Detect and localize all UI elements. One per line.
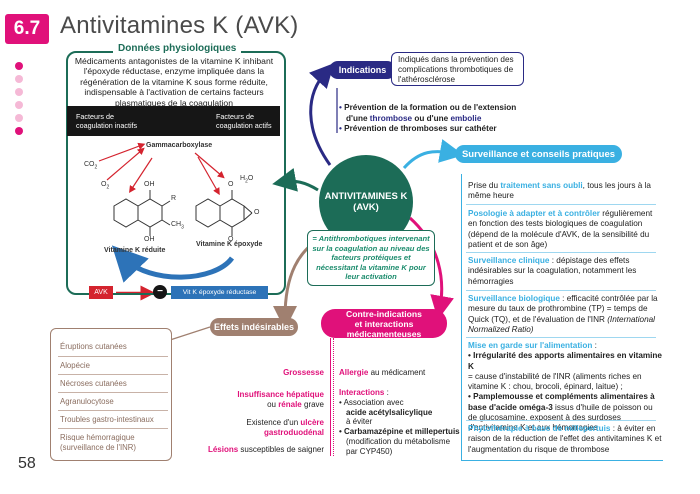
ci-allergie: Allergie au médicament xyxy=(339,368,426,377)
divider xyxy=(466,252,656,253)
progress-dot xyxy=(15,114,23,122)
surveillance-item-6: Phytothérapie à base de millepertuis : à… xyxy=(468,424,662,454)
progress-dot xyxy=(15,75,23,83)
progress-dot xyxy=(15,62,23,70)
side-effect-item: Troubles gastro-intestinaux xyxy=(60,415,154,424)
surveillance-item-3: Surveillance clinique : dépistage des ef… xyxy=(468,256,637,286)
indication-item: • Prévention de la formation ou de l'ext… xyxy=(339,103,517,112)
connector-surveillance xyxy=(402,139,464,170)
divider xyxy=(466,290,656,291)
r-label: R xyxy=(171,195,177,202)
progress-dot-active xyxy=(15,127,23,135)
physiology-text: Médicaments antagonistes de la vitamine … xyxy=(74,56,274,108)
indication-item-line2: d'une thrombose ou d'une embolie xyxy=(346,113,482,123)
side-effect-item: Éruptions cutanées xyxy=(60,342,127,351)
connector-contraindications xyxy=(408,216,454,320)
chapter-badge: 6.7 xyxy=(5,14,49,44)
o-epoxide-label: O xyxy=(254,209,260,216)
connector-effects-to-box xyxy=(169,326,211,341)
divider xyxy=(330,338,331,456)
vitamin-k-epoxide-molecule xyxy=(195,190,253,236)
ci-interactions: Interactions : • Association avec acide … xyxy=(339,388,460,456)
h2o-label: H2O xyxy=(240,175,254,185)
vk-epoxide-label: Vitamine K époxyde xyxy=(196,241,263,248)
oh-bottom-label: OH xyxy=(144,236,155,243)
ci-ulcere: Existence d'un ulcère gastroduodénal xyxy=(246,418,324,437)
o2-label: O2 xyxy=(101,181,110,191)
page-number: 58 xyxy=(18,455,36,472)
vitamin-k-reduced-molecule xyxy=(113,190,171,236)
divider xyxy=(466,337,656,338)
progress-dot xyxy=(15,88,23,96)
divider xyxy=(466,420,656,421)
side-effects-label: Effets indésirables xyxy=(210,318,298,336)
vk-reduced-label: Vitamine K réduite xyxy=(104,247,166,254)
indication-item: • Prévention de thromboses sur cathéter xyxy=(339,124,497,134)
physiology-title: Données physiologiques xyxy=(113,43,242,54)
divider xyxy=(58,428,168,429)
side-effect-item: Nécroses cutanées xyxy=(60,379,127,388)
central-description: = Antithrombotiques intervenant sur la c… xyxy=(307,230,435,286)
progress-dot xyxy=(15,101,23,109)
o-top-label: O xyxy=(228,181,234,188)
surveillance-item-2: Posologie à adapter et à contrôler régul… xyxy=(468,209,653,249)
side-effect-item: Alopécie xyxy=(60,361,90,370)
oh-top-label: OH xyxy=(144,181,155,188)
side-effect-item: Agranulocytose xyxy=(60,397,114,406)
page-title: Antivitamines K (AVK) xyxy=(60,12,299,39)
divider xyxy=(58,356,168,357)
ci-insuffisance: Insuffisance hépatique ou rénale grave xyxy=(237,390,324,409)
surveillance-label: Surveillance et conseils pratiques xyxy=(455,145,622,163)
connector-physio xyxy=(272,168,319,192)
side-effects-panel xyxy=(50,328,172,461)
divider xyxy=(58,410,168,411)
side-effect-item: Risque hémorragique(surveillance de l'IN… xyxy=(60,433,137,452)
ci-lesions: Lésions susceptibles de saigner xyxy=(207,445,324,454)
divider xyxy=(466,204,656,205)
divider xyxy=(58,374,168,375)
surveillance-item-5: Mise en garde sur l'alimentation : • Irr… xyxy=(468,341,662,433)
divider xyxy=(333,338,334,456)
enzyme-label: Gammacarboxylase xyxy=(146,142,213,149)
surveillance-item-1: Prise du traitement sans oubli, tous les… xyxy=(468,181,651,201)
o-bottom-label: O xyxy=(228,236,234,243)
inhibit-icon: − xyxy=(153,285,167,299)
connector-indications xyxy=(309,63,335,166)
indications-label: Indications xyxy=(329,61,396,79)
divider xyxy=(58,392,168,393)
co2-label: CO2 xyxy=(84,161,98,171)
indications-list: • Prévention de la formation ou de l'ext… xyxy=(339,103,539,135)
avk-box: AVK xyxy=(89,286,113,299)
surveillance-panel xyxy=(461,174,663,461)
coagulation-bar xyxy=(67,106,280,136)
ch3-label: CH3 xyxy=(171,221,184,231)
indications-box: Indiqués dans la prévention des complica… xyxy=(391,52,524,86)
vk-reductase-box: Vit K époxyde réductase xyxy=(171,286,268,299)
ci-grossesse: Grossesse xyxy=(283,368,324,377)
surveillance-item-4: Surveillance biologique : efficacité con… xyxy=(468,294,658,334)
